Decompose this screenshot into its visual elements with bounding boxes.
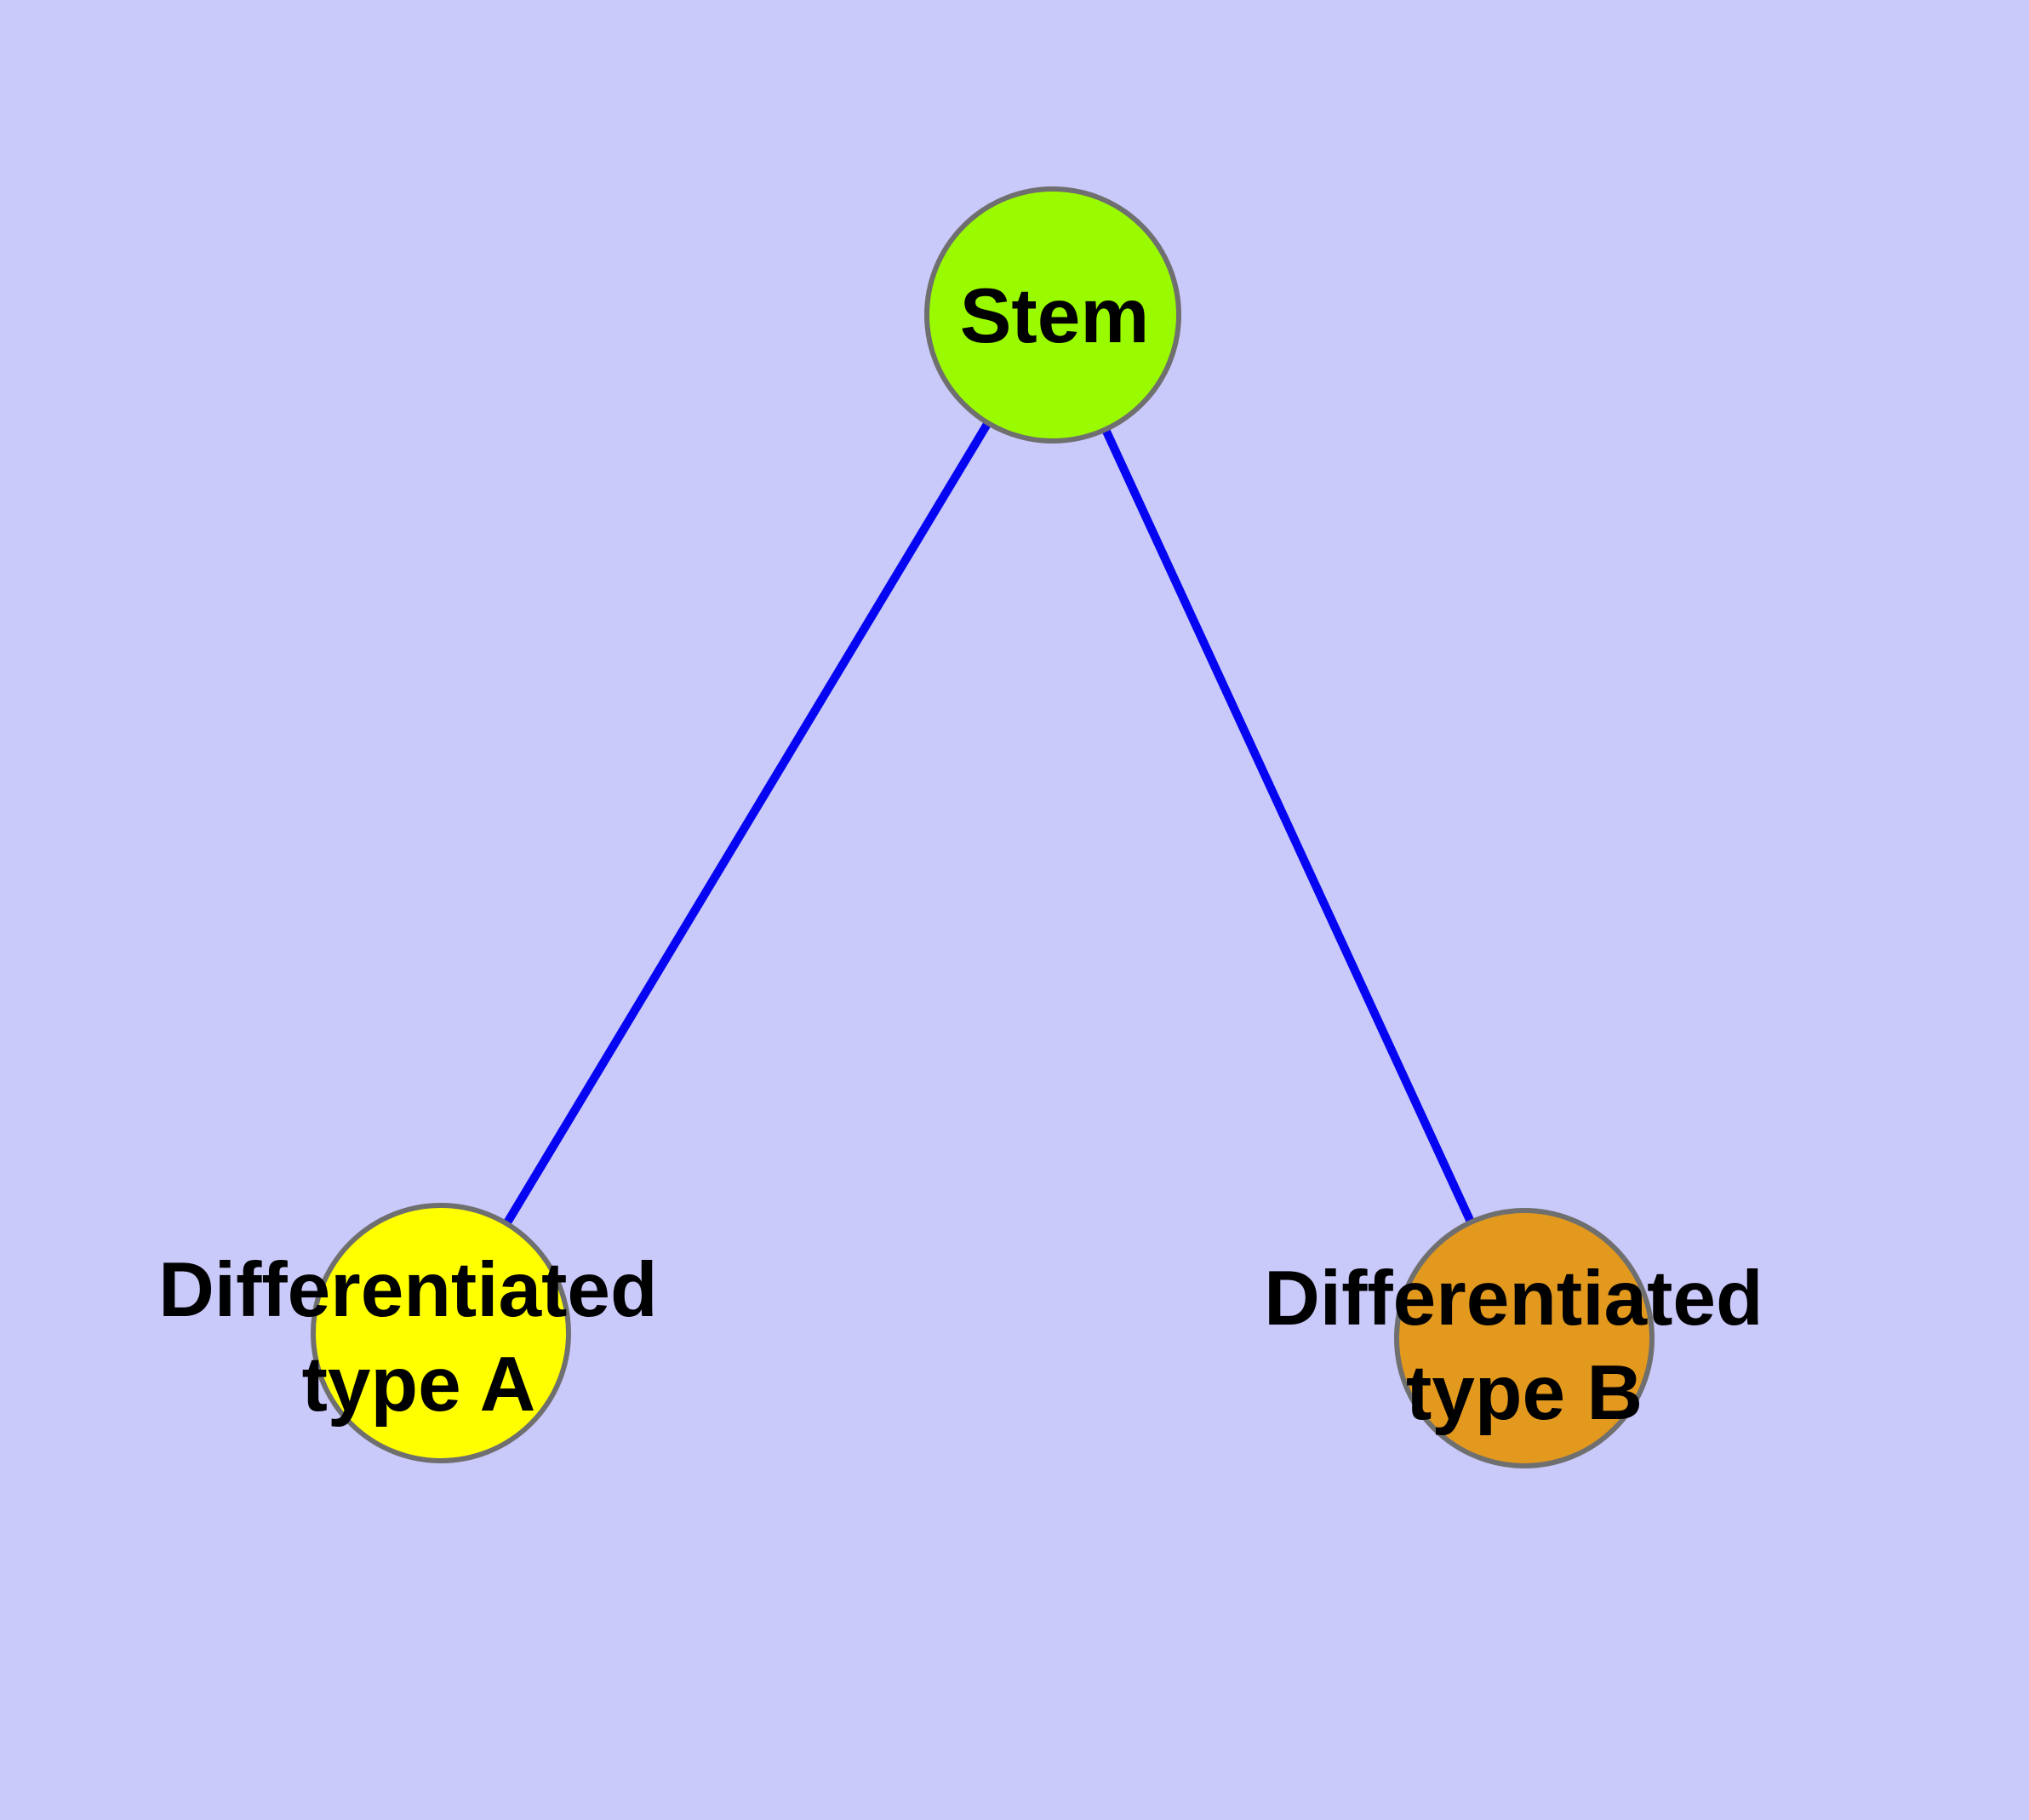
- node-type-a-label-line2: type A: [302, 1342, 536, 1428]
- edge-stem-to-type-a: [437, 312, 1057, 1336]
- node-type-a-label-line1: Differentiated: [158, 1247, 658, 1333]
- node-type-a-circle: [311, 1203, 571, 1463]
- node-type-b-label-line1: Differentiated: [1264, 1256, 1763, 1342]
- edge-stem-to-type-b: [1049, 312, 1529, 1341]
- node-stem-circle: [924, 186, 1181, 444]
- node-type-b-label-line2: type B: [1406, 1350, 1643, 1436]
- node-stem-label: Stem: [960, 273, 1150, 359]
- node-type-b-circle: [1394, 1208, 1655, 1468]
- node-type-b-label: Differentiated type B: [1264, 1256, 1785, 1436]
- node-type-a-label: Differentiated type A: [158, 1247, 679, 1428]
